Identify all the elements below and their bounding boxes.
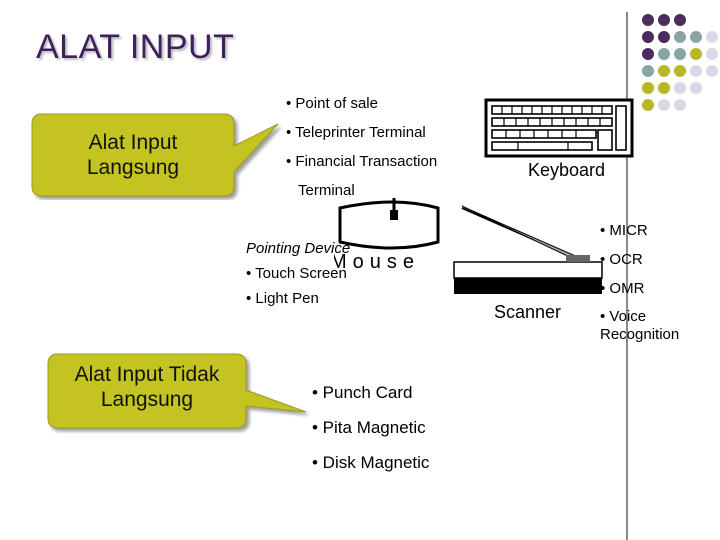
vertical-divider [626, 12, 628, 540]
dot-row-1 [642, 14, 686, 26]
list-item-pita-magnetic: • Pita Magnetic [312, 418, 426, 437]
list-item-touch-screen: • Touch Screen [246, 265, 347, 282]
decorative-dot-grid [642, 14, 718, 111]
list-item-punch-card: • Punch Card [312, 383, 413, 402]
callout-direct-text: Alat Input Langsung [32, 130, 234, 180]
list-item-micr: • MICR [600, 222, 648, 239]
callout-direct-line1: Alat Input [88, 131, 178, 154]
callout-direct-line2: Langsung [86, 156, 180, 179]
dot-row-3 [642, 48, 718, 60]
list-item-financial-transaction: • Financial Transaction [286, 153, 438, 170]
dot-row-6 [642, 99, 686, 111]
mouse-picture: Mouse [334, 198, 440, 273]
callout-indirect-line2: Langsung [100, 388, 194, 411]
dot-row-5 [642, 82, 702, 94]
dot-row-4 [642, 65, 718, 77]
list-item-financial-transaction-cont: Terminal [298, 182, 355, 199]
keyboard-label: Keyboard [528, 160, 605, 180]
list-item-voice-recognition-cont: Recognition [600, 326, 680, 343]
dot-row-2 [642, 31, 718, 43]
scanner-picture [453, 205, 603, 294]
callout-indirect-text: Alat Input Tidak Langsung [48, 362, 246, 412]
callout-shape [31, 113, 279, 197]
callout-shape [47, 353, 307, 429]
list-item-ocr: • OCR [600, 251, 643, 268]
callout-indirect-input: Alat Input Tidak Langsung [44, 350, 320, 430]
list-item-point-of-sale: • Point of sale [286, 95, 378, 112]
list-item-disk-magnetic: • Disk Magnetic [312, 453, 430, 472]
list-item-teleprinter-terminal: • Teleprinter Terminal [286, 124, 426, 141]
list-item-omr: • OMR [600, 280, 645, 297]
mouse-label: Mouse [334, 251, 420, 273]
list-item-voice-recognition: • Voice [600, 308, 647, 325]
callout-direct-input: Alat Input Langsung [28, 110, 308, 200]
keyboard-picture: Keyboard [484, 98, 634, 180]
callout-indirect-line1: Alat Input Tidak [74, 363, 220, 386]
scanner-label: Scanner [494, 302, 562, 322]
slide-title: ALAT INPUT [36, 28, 235, 66]
list-item-pointing-device: Pointing Device [246, 240, 351, 257]
list-item-light-pen: • Light Pen [246, 290, 319, 307]
